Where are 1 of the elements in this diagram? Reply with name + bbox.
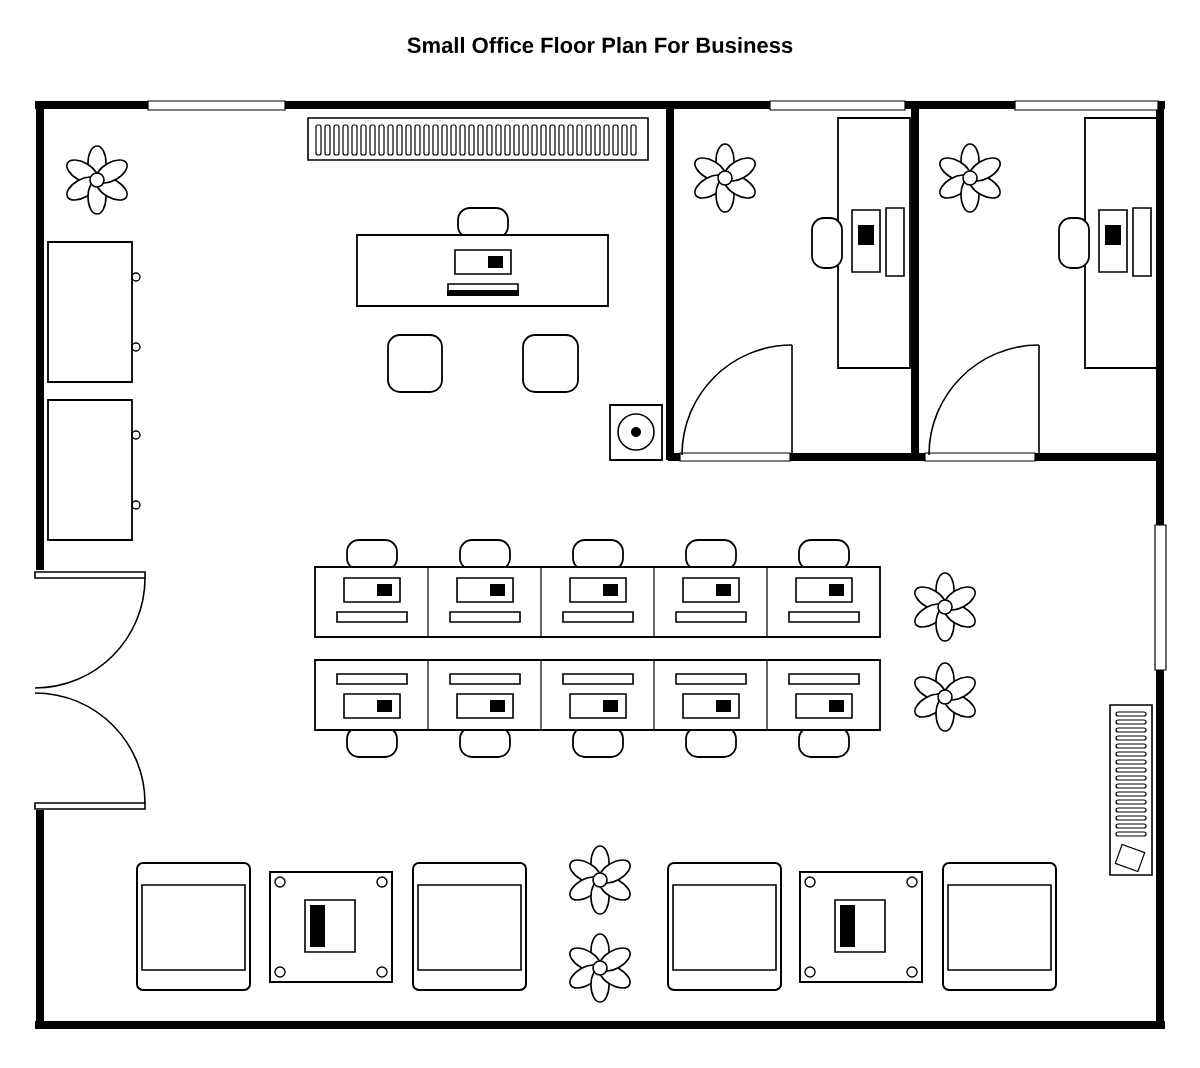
title: Small Office Floor Plan For Business	[407, 36, 793, 54]
